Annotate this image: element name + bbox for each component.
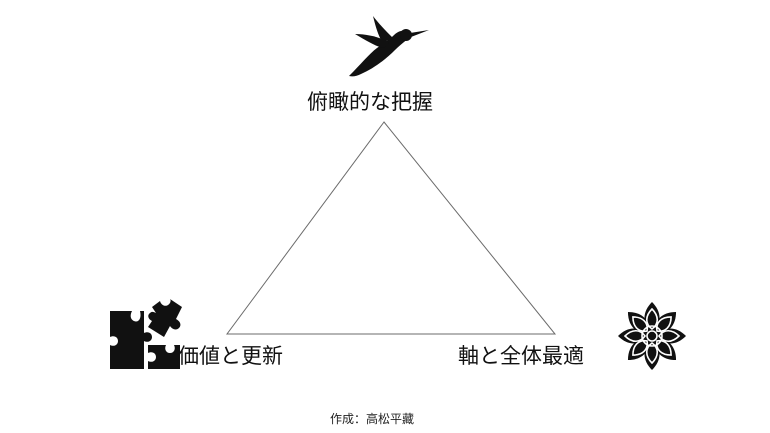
flower-icon <box>618 302 686 370</box>
top-node-label: 俯瞰的な把握 <box>307 90 433 114</box>
puzzle-icon <box>110 299 182 369</box>
bottom-right-node-label: 軸と全体最適 <box>458 344 584 368</box>
bottom-left-node-label: 価値と更新 <box>178 344 283 368</box>
hummingbird-icon <box>349 16 429 77</box>
credit-text: 作成：高松平藏 <box>330 412 415 426</box>
triangle-outline <box>226 121 557 335</box>
